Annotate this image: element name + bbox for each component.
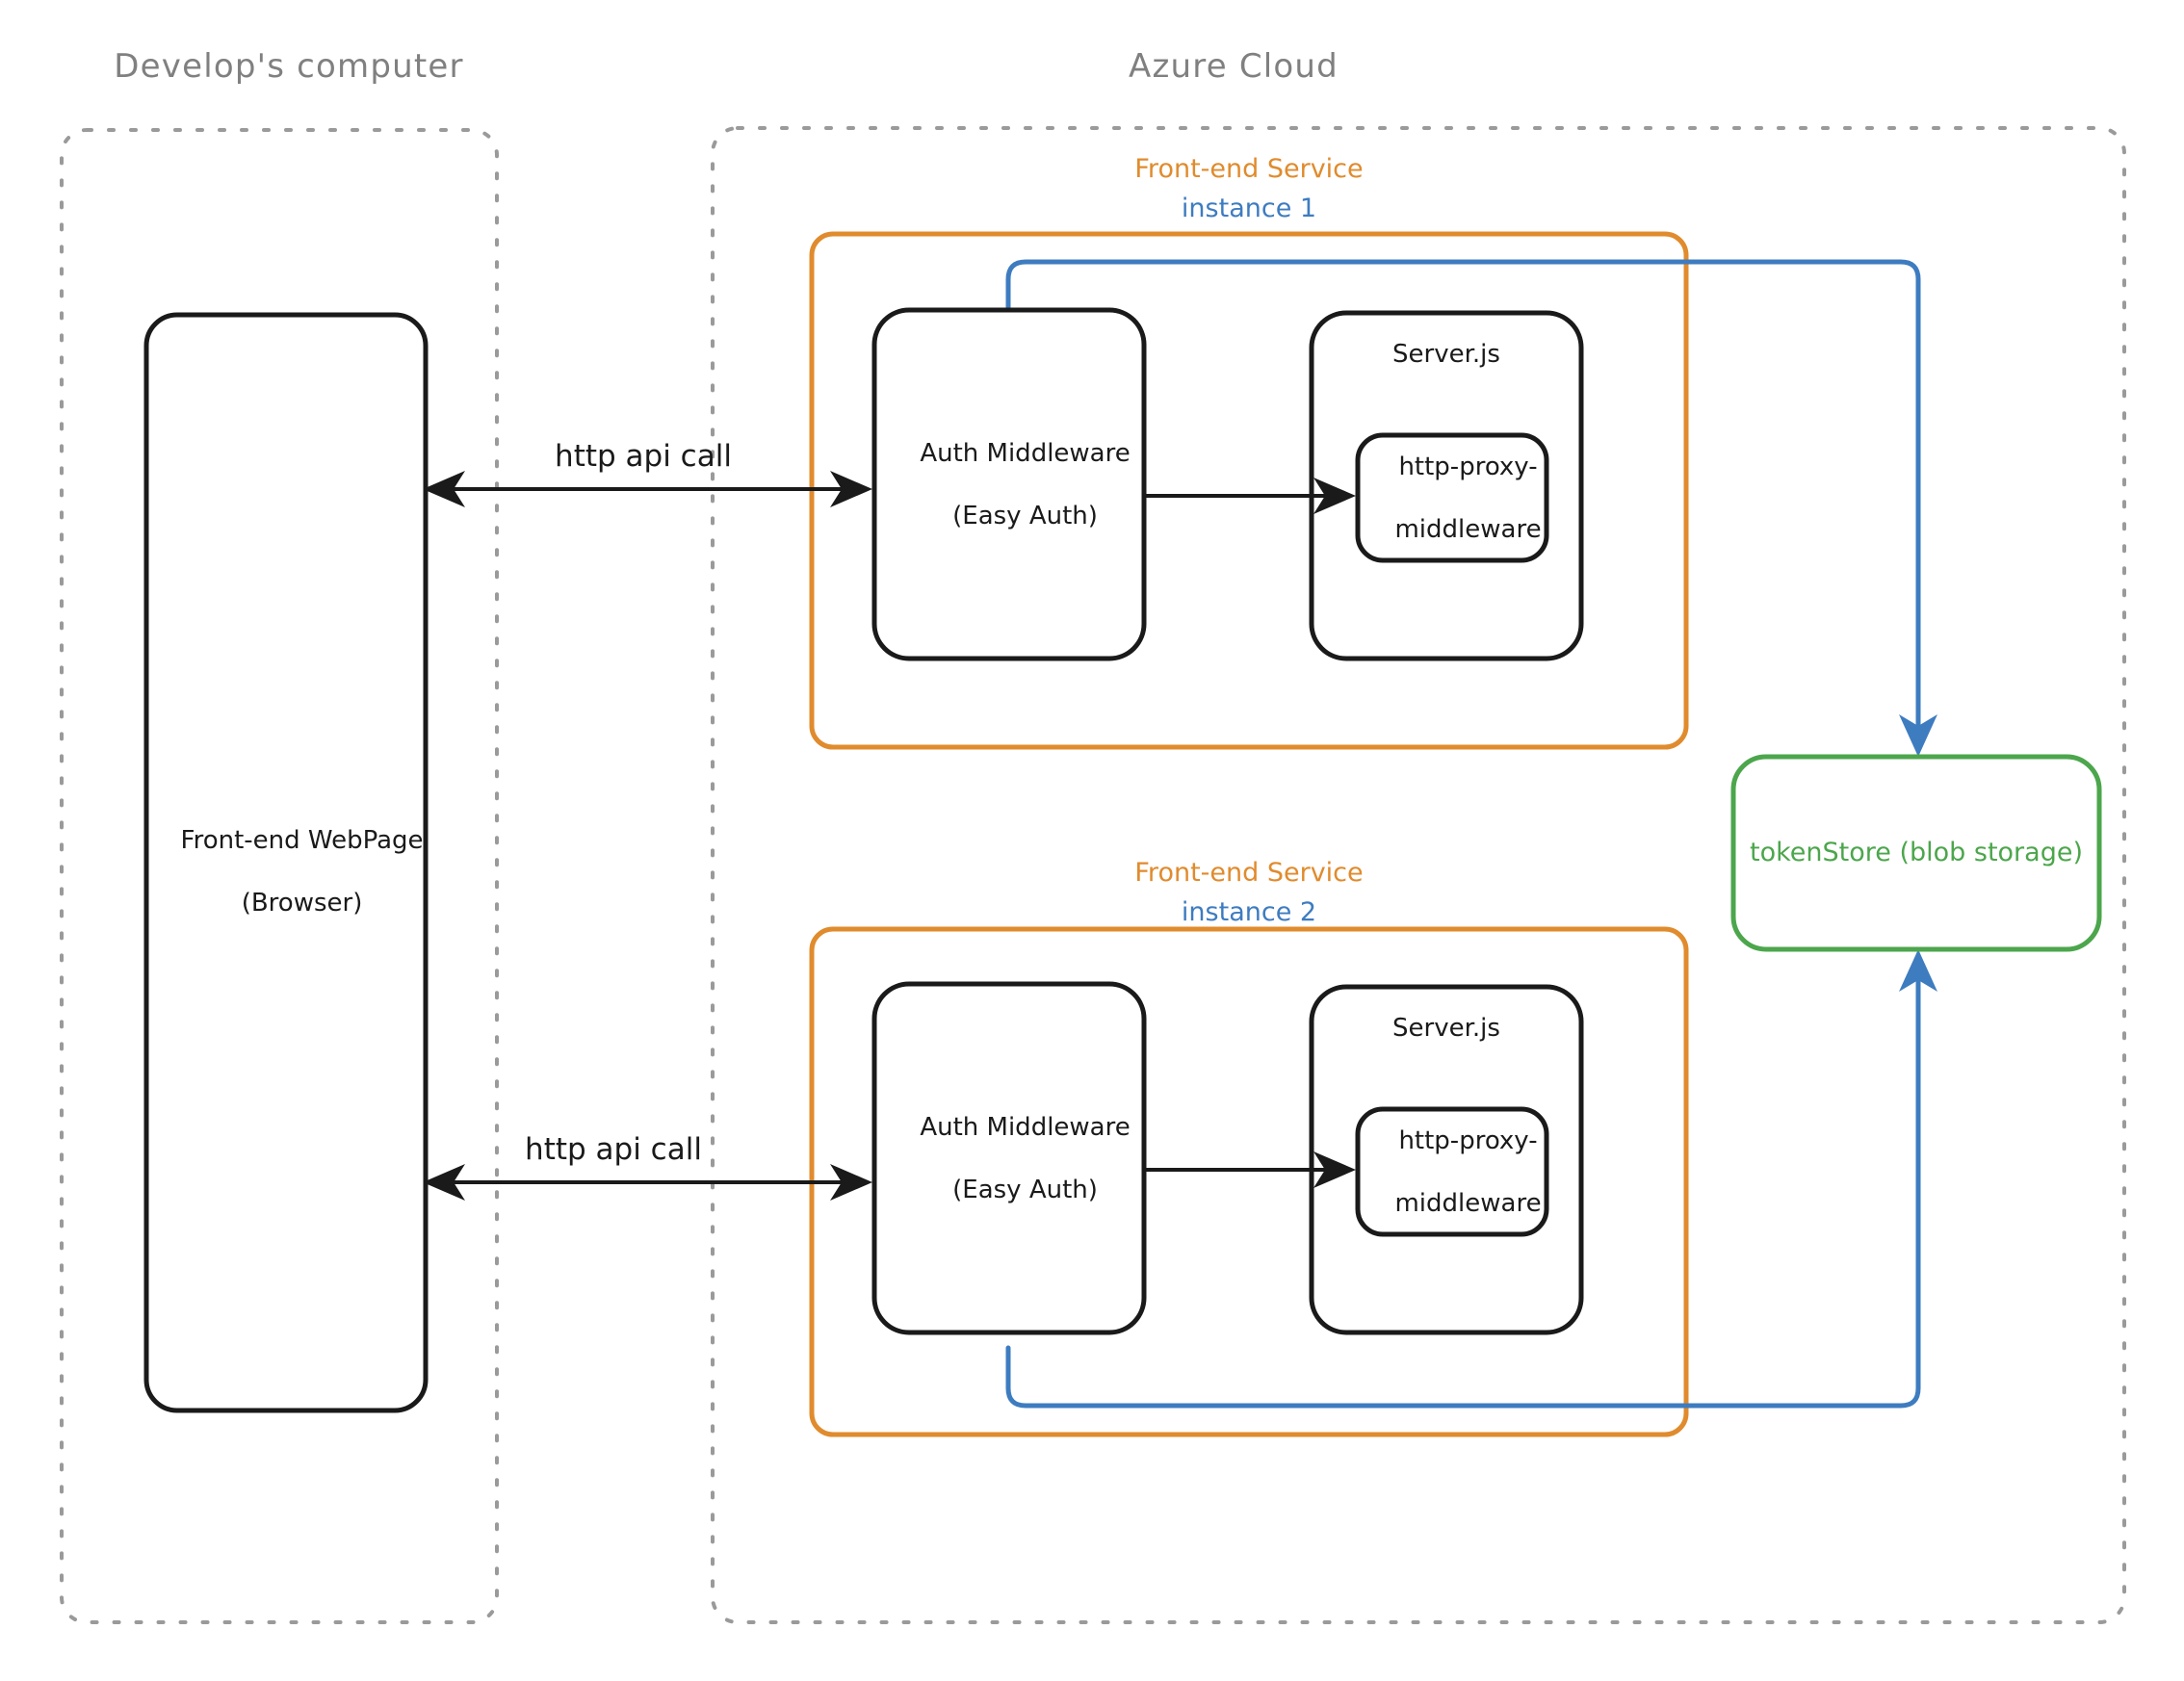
auth-label-2-line2: (Easy Auth) — [952, 1175, 1098, 1204]
flow-arrowhead-up-tokenstore — [1899, 949, 1937, 992]
edge-arrowhead-http-api-call-2-right — [830, 1164, 872, 1201]
edge-arrowhead-http-api-call-1-right — [830, 471, 872, 507]
auth-label-1-line2: (Easy Auth) — [952, 501, 1098, 530]
proxy-label-1-line2: middleware — [1394, 514, 1542, 544]
edge-arrowhead-auth-to-proxy-2 — [1313, 1151, 1356, 1188]
proxy-label-2-line2: middleware — [1394, 1188, 1542, 1218]
node-label-token-store: tokenStore (blob storage) — [1750, 838, 2083, 868]
node-label-frontend-webpage: Front-end WebPage (Browser) — [148, 793, 424, 950]
proxy-label-2-line1: http-proxy- — [1398, 1125, 1538, 1155]
zone-title-azure-cloud: Azure Cloud — [1129, 47, 1339, 86]
service-instance-label-2: instance 2 — [1181, 897, 1317, 927]
node-label-server-js-1: Server.js — [1392, 340, 1500, 369]
edge-label-http-api-call-2: http api call — [525, 1132, 702, 1167]
node-label-http-proxy-middleware-2: http-proxy- middleware — [1363, 1094, 1541, 1251]
browser-label-line1: Front-end WebPage — [180, 825, 424, 855]
edge-arrowhead-http-api-call-2-left — [423, 1164, 465, 1201]
zone-title-developers-computer: Develop's computer — [114, 47, 464, 86]
flow-arrowhead-down-tokenstore — [1899, 714, 1937, 757]
edge-arrowhead-http-api-call-1-left — [423, 471, 465, 507]
node-label-auth-middleware-1: Auth Middleware (Easy Auth) — [888, 406, 1130, 563]
edge-label-http-api-call-1: http api call — [555, 439, 732, 474]
edge-arrowhead-auth-to-proxy-1 — [1313, 478, 1356, 514]
service-title-instance-2: Front-end Service — [1134, 858, 1364, 888]
auth-label-1-line1: Auth Middleware — [920, 438, 1131, 468]
proxy-label-1-line1: http-proxy- — [1398, 452, 1538, 481]
auth-label-2-line1: Auth Middleware — [920, 1112, 1131, 1142]
node-label-auth-middleware-2: Auth Middleware (Easy Auth) — [888, 1080, 1130, 1237]
node-label-server-js-2: Server.js — [1392, 1014, 1500, 1043]
service-instance-label-1: instance 1 — [1181, 194, 1317, 223]
browser-label-line2: (Browser) — [241, 888, 363, 918]
service-title-instance-1: Front-end Service — [1134, 154, 1364, 184]
node-label-http-proxy-middleware-1: http-proxy- middleware — [1363, 420, 1541, 577]
